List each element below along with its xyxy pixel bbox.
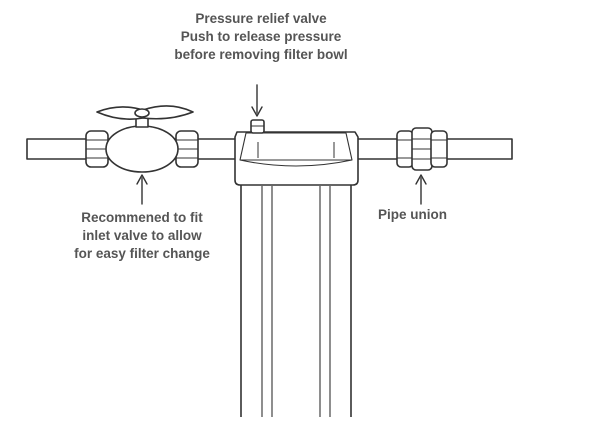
pipe-union-label: Pipe union	[378, 206, 447, 224]
inlet-valve-label: Recommened to fit inlet valve to allow f…	[52, 209, 232, 263]
inlet-valve-label-line2: inlet valve to allow	[82, 228, 202, 243]
inlet-valve-arrow	[136, 174, 148, 205]
relief-valve-arrow	[251, 84, 263, 117]
filter-bowl	[240, 177, 352, 419]
pressure-relief-label-line1: Pressure relief valve	[195, 11, 327, 26]
inlet-valve-label-line1: Recommened to fit	[81, 210, 203, 225]
inlet-valve	[85, 105, 199, 173]
pressure-relief-valve	[250, 119, 265, 134]
inlet-valve-label-line3: for easy filter change	[74, 246, 210, 261]
pipe-union	[396, 127, 448, 171]
pipe-union-arrow	[415, 174, 427, 205]
pressure-relief-label: Pressure relief valve Push to release pr…	[146, 10, 376, 64]
pressure-relief-label-line2: Push to release pressure	[180, 29, 342, 44]
filter-head	[234, 131, 359, 186]
pipe-union-label-line1: Pipe union	[378, 207, 447, 222]
pressure-relief-label-line3: before removing filter bowl	[174, 47, 348, 62]
